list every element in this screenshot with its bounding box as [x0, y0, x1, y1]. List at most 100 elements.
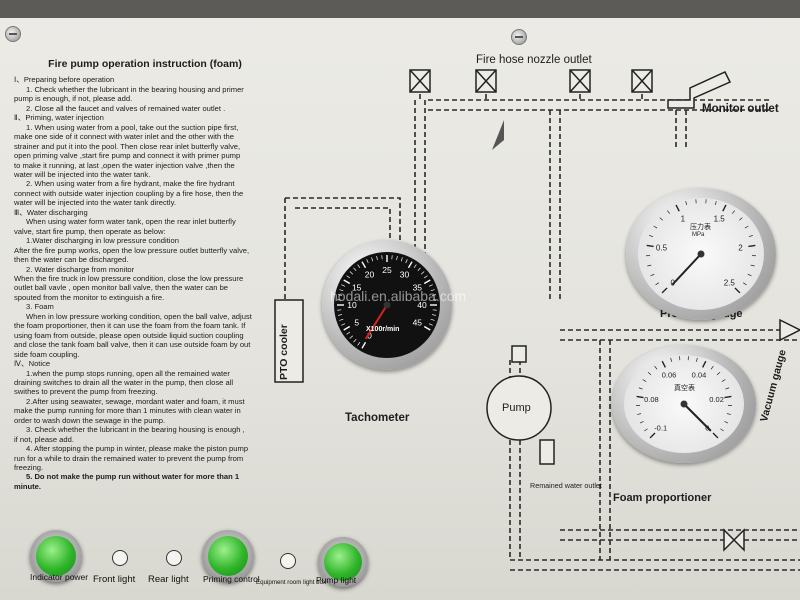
tachometer-tick-label: 0 — [367, 330, 372, 340]
tachometer-tick-mark — [417, 267, 421, 272]
pressure-tick-mark — [748, 235, 753, 238]
priming-control-button[interactable] — [202, 530, 254, 582]
tachometer-tick-mark — [349, 335, 354, 339]
tachometer-tick-mark — [431, 294, 436, 296]
instruction-line: draining switches to drain all the water… — [14, 377, 234, 387]
tachometer-tick-label: 5 — [354, 318, 359, 328]
operation-instructions: Fire pump operation instruction (foam) Ⅰ… — [14, 58, 276, 491]
tachometer-tick-label: 20 — [365, 270, 375, 280]
equipment-light-lamp[interactable] — [280, 553, 296, 569]
pressure-tick-label: 0.5 — [656, 244, 668, 253]
tachometer-tick-label: 10 — [347, 300, 357, 310]
rear-light-label: Rear light — [148, 574, 189, 585]
instruction-line: When in low pressure working condition, … — [26, 311, 252, 321]
instruction-line: Ⅳ、Notice — [14, 359, 51, 369]
tachometer-tick-mark — [423, 279, 431, 285]
vacuum-gauge: -0.10.080.060.040.020 真空表 — [612, 345, 756, 463]
instruction-line: 2. Close all the faucet and valves of re… — [26, 103, 226, 113]
instruction-line: the foam proportioner, then it can use t… — [14, 321, 246, 331]
vacuum-tick-mark — [654, 365, 658, 370]
tachometer-tick-mark — [366, 259, 369, 264]
tachometer-tick-label: 25 — [382, 265, 392, 275]
instructions-title: Fire pump operation instruction (foam) — [48, 58, 242, 70]
instruction-line: if not, please add. — [14, 434, 74, 444]
tachometer-label: Tachometer — [345, 412, 410, 424]
vacuum-tick-mark — [636, 395, 644, 399]
pressure-tick-mark — [685, 201, 688, 206]
vacuum-tick-mark — [639, 421, 644, 424]
vacuum-tick-mark — [726, 413, 731, 415]
instruction-line: 3. Check whether the lubricant in the be… — [26, 425, 245, 435]
tachometer-tick-mark — [420, 271, 425, 275]
pressure-unit: MPa — [692, 232, 705, 238]
instruction-line: strainer and put it into the pool. Then … — [14, 141, 241, 151]
vacuum-tick-label: 0.08 — [644, 395, 659, 404]
instruction-line: water will be injected into the water ta… — [14, 169, 151, 179]
vacuum-tick-mark — [695, 357, 698, 362]
rear-light-lamp[interactable] — [166, 550, 182, 566]
tachometer-tick-mark — [343, 279, 351, 285]
instruction-line: After the fire pump works, open the low … — [14, 245, 250, 255]
tachometer-tick-mark — [346, 275, 350, 279]
pressure-tick-label: 1.5 — [714, 214, 726, 223]
pressure-tick-mark — [659, 217, 663, 221]
instruction-line: make one side of it connect with water i… — [14, 132, 234, 142]
tachometer-tick-mark — [396, 256, 398, 261]
tachometer-tick-mark — [341, 323, 346, 326]
pressure-tick-mark — [650, 273, 655, 277]
instruction-line: order to wash down the sewage in the pum… — [14, 415, 166, 425]
pressure-tick-mark — [722, 204, 727, 212]
instruction-line: make the pump running for more than 1 mi… — [14, 406, 241, 416]
pump-light-button[interactable] — [318, 537, 368, 587]
pressure-tick-mark — [744, 225, 749, 229]
vacuum-tick-mark — [712, 432, 719, 439]
instruction-line: then the water can be discharged. — [14, 255, 129, 265]
instruction-line: to make it running, at last ,open the wa… — [14, 160, 235, 170]
tachometer-tick-mark — [357, 342, 361, 346]
instruction-line: using foam from outside, please open out… — [14, 330, 244, 340]
vacuum-tick-mark — [721, 379, 726, 382]
instruction-line: 2.After using seawater, sewage, mordant … — [26, 396, 245, 406]
tachometer-tick-mark — [428, 284, 433, 287]
instruction-line: Ⅲ、Water discharging — [14, 207, 88, 217]
instruction-line: 2. Water discharge from monitor — [26, 264, 135, 274]
vacuum-needle-hub — [680, 400, 688, 408]
instruction-line: 5. Do not make the pump run without wate… — [26, 472, 240, 482]
tachometer-tick-label: 45 — [413, 318, 423, 328]
instruction-line: swithes to prevent the pump from freezin… — [14, 387, 158, 397]
tachometer-tick-mark — [423, 325, 431, 331]
vacuum-tick-mark — [637, 413, 642, 415]
vacuum-tick-mark — [724, 421, 729, 424]
tachometer-tick-mark — [339, 289, 344, 292]
pressure-tick-mark — [742, 282, 747, 286]
instruction-line: open priming valve ,start fire pump and … — [14, 151, 241, 161]
front-light-lamp[interactable] — [112, 550, 128, 566]
vacuum-tick-mark — [649, 432, 656, 439]
screw-icon — [511, 29, 527, 45]
tachometer-tick-mark — [343, 325, 351, 331]
tachometer-unit: X100r/min — [366, 326, 400, 333]
pressure-needle-hub — [697, 250, 705, 258]
vacuum-tick-label: -0.1 — [654, 423, 667, 432]
tachometer-tick-mark — [341, 284, 346, 287]
instruction-line: spouted from the monitor to extinguish a… — [14, 292, 165, 302]
tachometer-tick-mark — [339, 318, 344, 321]
tachometer-needle-hub — [383, 301, 391, 309]
pressure-tick-mark — [647, 264, 652, 267]
instruction-line: 1. Check whether the lubricant in the be… — [26, 84, 244, 94]
tachometer-tick-mark — [338, 314, 343, 316]
pump-label: Pump — [502, 402, 531, 414]
tachometer-tick-mark — [371, 257, 374, 262]
vacuum-tick-mark — [710, 365, 714, 370]
tachometer-tick-mark — [405, 259, 408, 264]
instruction-line: 3. Foam — [26, 302, 54, 312]
instruction-line: connect with outside water injection cou… — [14, 188, 244, 198]
tachometer-tick-mark — [346, 331, 350, 335]
vacuum-tick-mark — [670, 357, 673, 362]
vacuum-tick-mark — [725, 387, 730, 390]
monitor-outlet-label: Monitor outlet — [702, 103, 779, 115]
pressure-tick-mark — [747, 273, 752, 277]
indicator-power-button[interactable] — [30, 530, 82, 582]
